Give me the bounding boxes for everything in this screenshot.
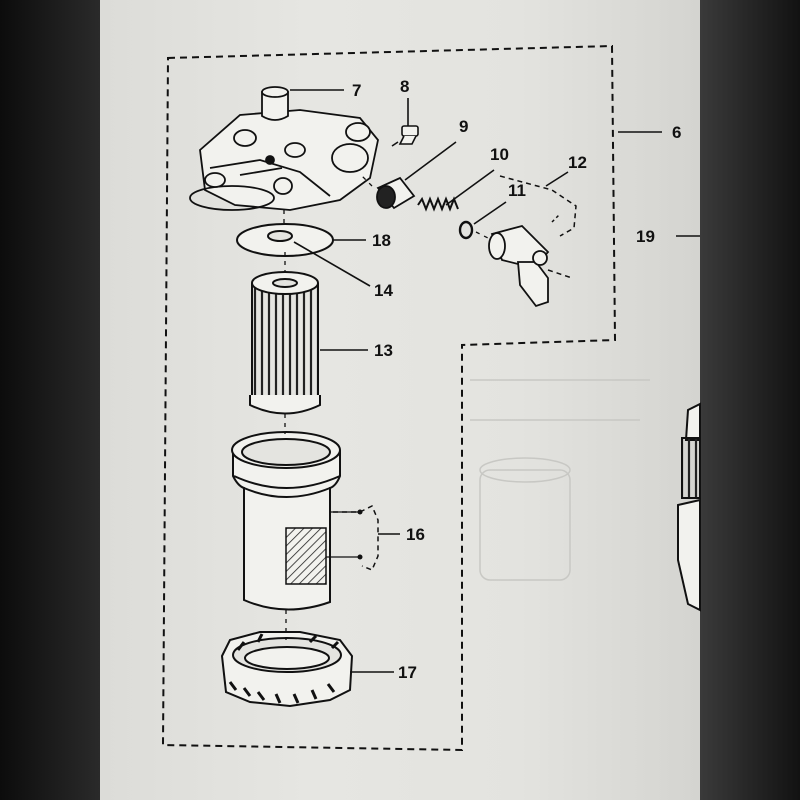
callout-9: 9 [459, 117, 468, 136]
assembly-axis-lines [283, 173, 489, 640]
o-ring-part [458, 220, 474, 240]
callout-18: 18 [372, 231, 391, 250]
bolt-part [391, 125, 419, 147]
lever-cock-part [488, 224, 550, 308]
callout-17: 17 [398, 663, 417, 682]
ring-nut-part [220, 631, 354, 708]
callout-16: 16 [406, 525, 425, 544]
filter-bowl-part [231, 431, 341, 611]
assembly-boundary-dashed [161, 44, 617, 752]
callout-8: 8 [400, 77, 409, 96]
callout-6: 6 [672, 123, 681, 142]
background-ghost-drawing [470, 379, 650, 581]
filter-head-part [189, 86, 379, 211]
lever-bracket-dashed [499, 175, 577, 237]
adjacent-assembly-partial [677, 402, 701, 612]
gasket-part [236, 223, 334, 257]
leader-lines [290, 89, 700, 673]
filter-element-part [249, 271, 321, 415]
callout-10: 10 [490, 145, 509, 164]
callout-11: 11 [508, 181, 526, 200]
callout-12: 12 [568, 153, 587, 172]
callout-19: 19 [636, 227, 655, 246]
callout-13: 13 [374, 341, 393, 360]
spring-part [417, 196, 459, 212]
right-background [700, 0, 800, 800]
callout-7: 7 [352, 81, 361, 100]
callout-14: 14 [374, 281, 393, 300]
plug-part [376, 176, 416, 210]
bowl-range-bracket [333, 504, 379, 571]
manual-page [100, 0, 700, 800]
left-background [0, 0, 100, 800]
